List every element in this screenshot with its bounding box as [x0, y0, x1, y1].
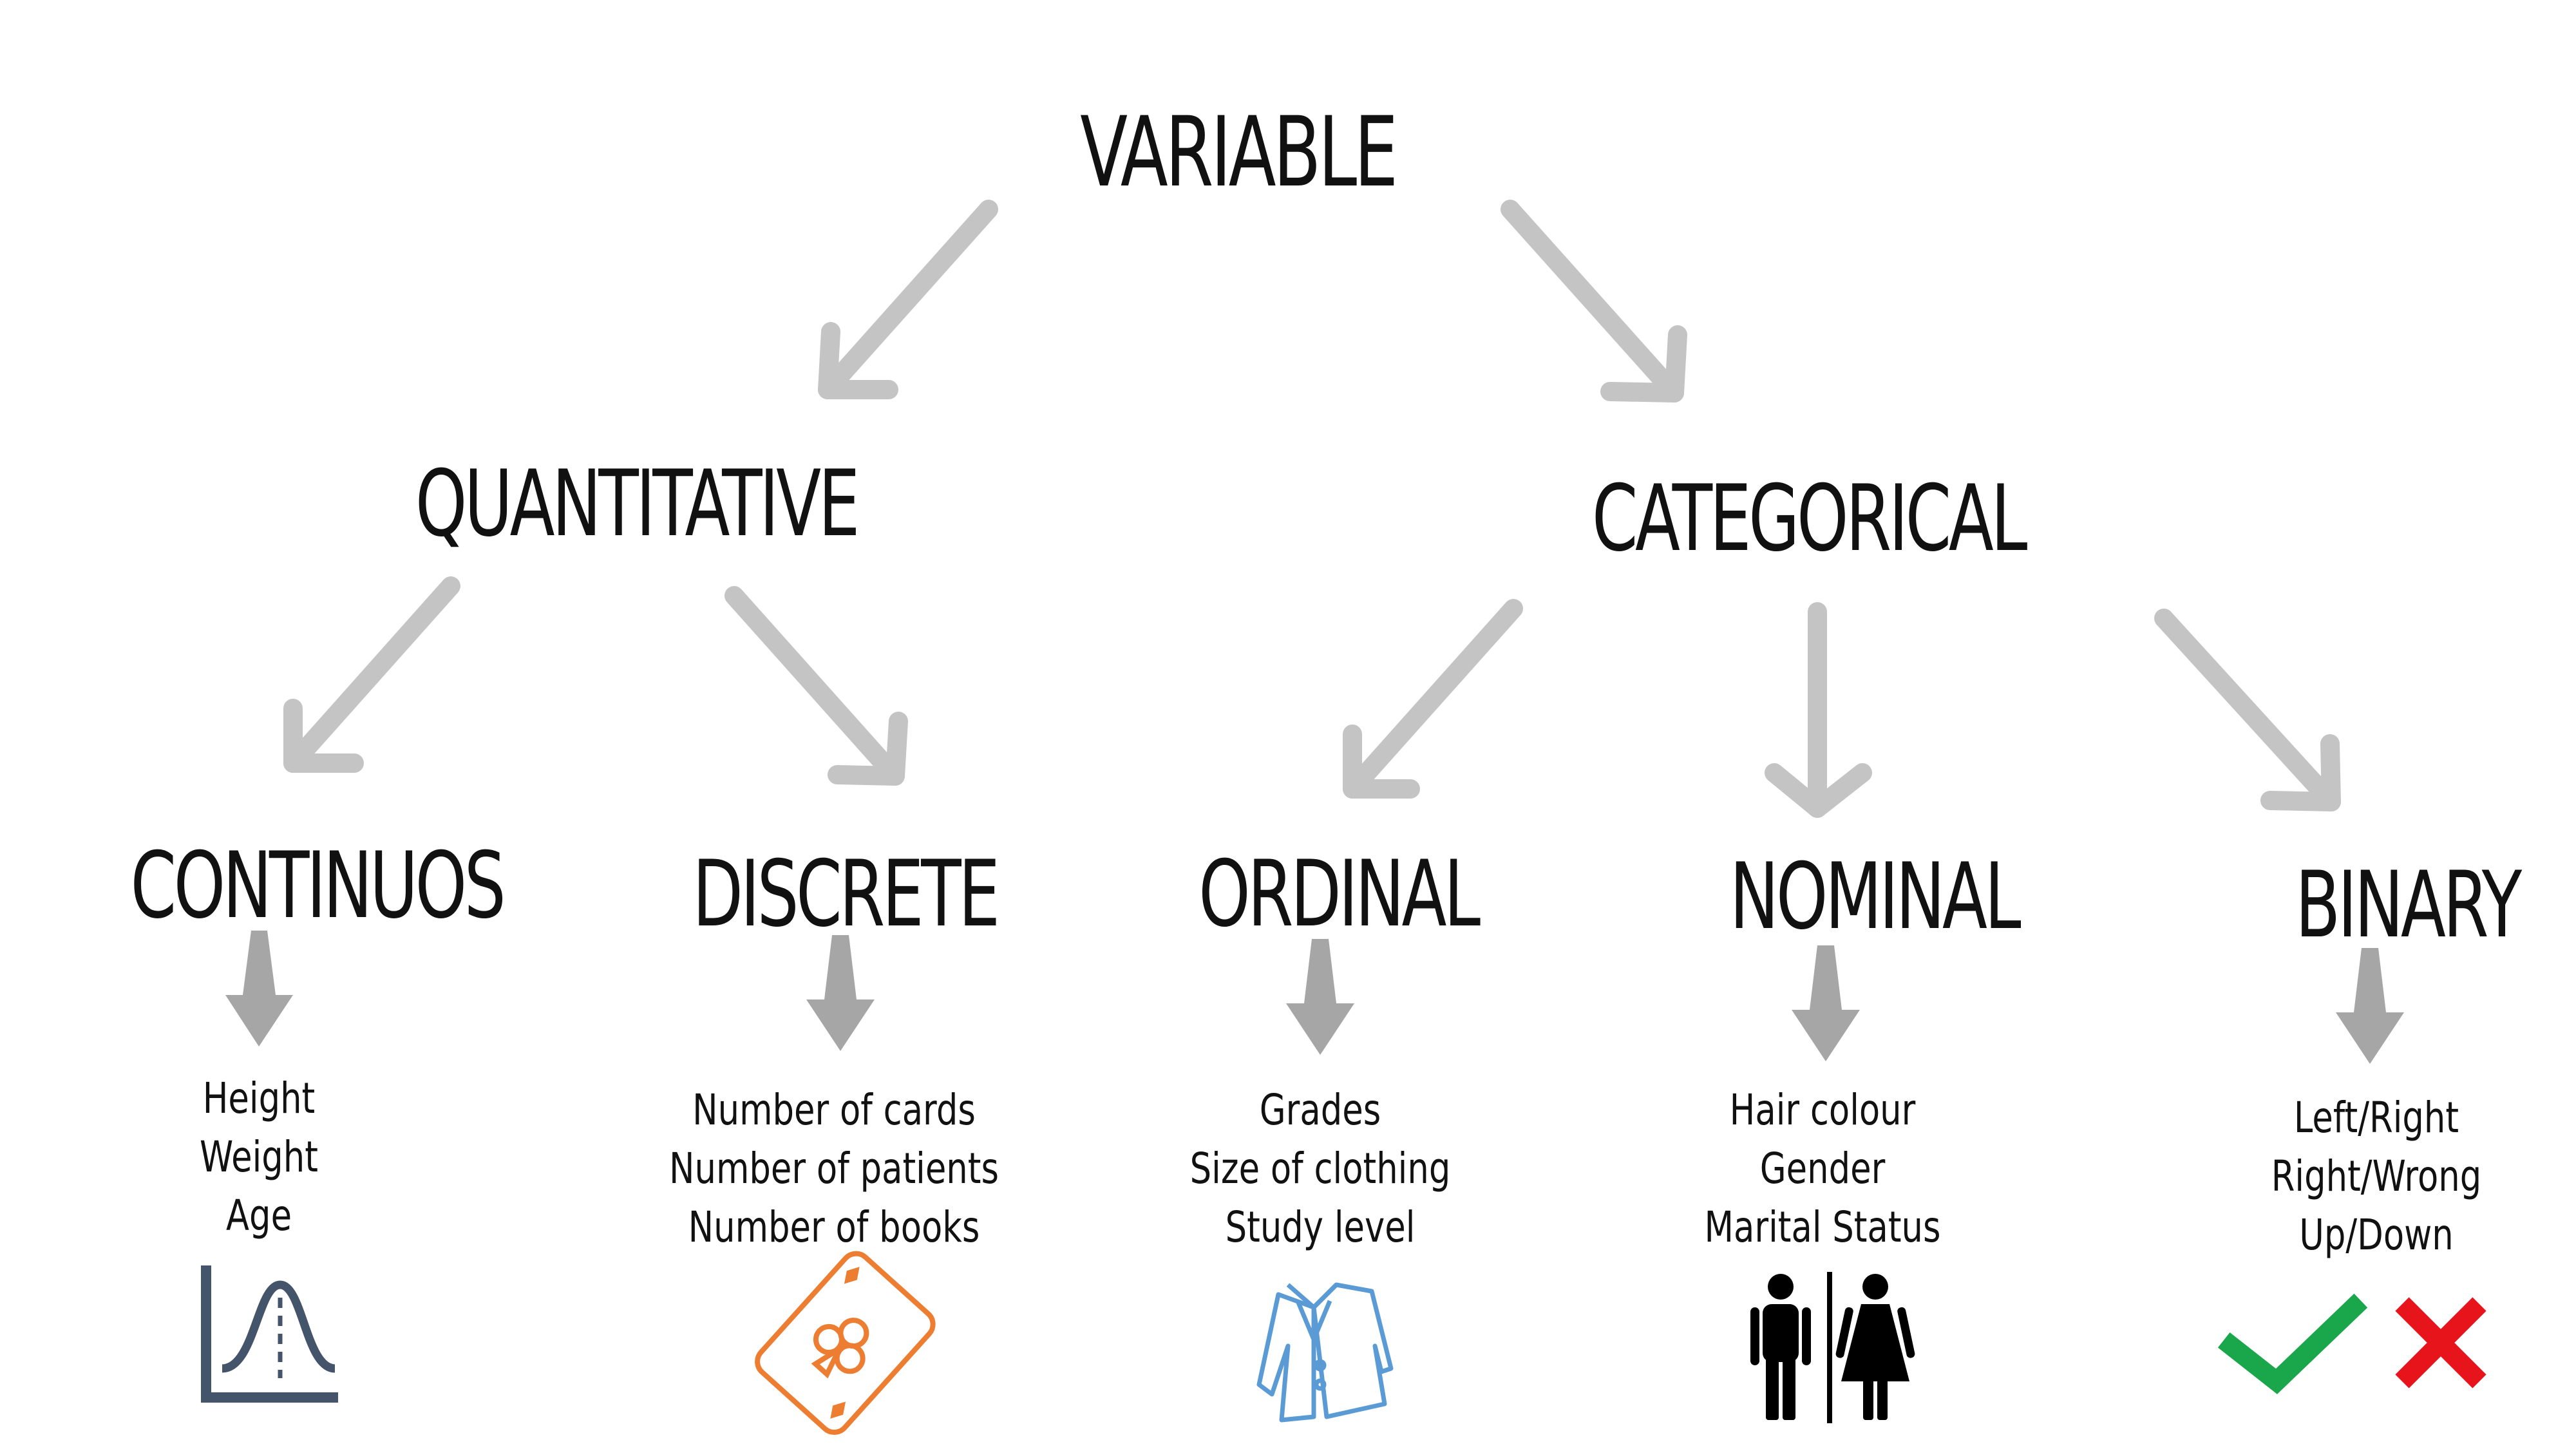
- example-item: Hair colour: [1729, 1085, 1916, 1135]
- examples-discrete: Number of cards Number of patients Numbe…: [669, 1081, 999, 1256]
- normal-distribution-icon: [201, 1265, 338, 1403]
- arrow-variable-to-quantitative: [818, 200, 998, 399]
- node-ordinal: ORDINAL: [1198, 841, 1481, 947]
- node-continuous: CONTINUOS: [130, 833, 506, 939]
- arrow-quantitative-to-continuous: [283, 576, 460, 773]
- small-arrow-nominal: [1792, 945, 1860, 1061]
- example-item: Size of clothing: [1189, 1144, 1451, 1193]
- arrow-variable-to-categorical: [1501, 200, 1687, 402]
- small-arrow-ordinal: [1286, 939, 1354, 1055]
- small-arrow-discrete: [806, 935, 875, 1051]
- example-item: Height: [202, 1074, 316, 1123]
- example-item: Study level: [1225, 1202, 1416, 1252]
- example-item: Number of patients: [669, 1144, 999, 1193]
- node-binary: BINARY: [2295, 852, 2522, 958]
- node-discrete: DISCRETE: [692, 841, 1000, 947]
- playing-card-icon: [755, 1251, 936, 1435]
- example-item: Right/Wrong: [2271, 1151, 2482, 1201]
- arrow-categorical-to-binary: [2154, 609, 2341, 811]
- example-item: Gender: [1759, 1144, 1886, 1193]
- arrow-categorical-to-nominal: [1765, 602, 1872, 818]
- example-item: Marital Status: [1704, 1202, 1941, 1252]
- examples-nominal: Hair colour Gender Marital Status: [1704, 1081, 1940, 1256]
- example-item: Weight: [200, 1132, 318, 1182]
- examples-ordinal: Grades Size of clothing Study level: [1190, 1081, 1451, 1256]
- example-item: Number of books: [688, 1202, 980, 1252]
- small-arrow-binary: [2336, 948, 2404, 1064]
- examples-continuous: Height Weight Age: [200, 1069, 318, 1245]
- node-categorical: CATEGORICAL: [1591, 466, 2027, 572]
- node-quantitative: QUANTITATIVE: [415, 451, 860, 557]
- node-variable: VARIABLE: [1080, 97, 1398, 209]
- example-item: Up/Down: [2299, 1210, 2454, 1260]
- node-nominal: NOMINAL: [1729, 844, 2022, 950]
- man-woman-icon: [1750, 1272, 1915, 1423]
- check-icon: [2217, 1293, 2368, 1394]
- example-item: Number of cards: [692, 1085, 976, 1135]
- small-arrow-continuous: [225, 931, 293, 1046]
- arrow-quantitative-to-discrete: [724, 586, 908, 786]
- jacket-icon: [1256, 1282, 1394, 1423]
- arrow-categorical-to-ordinal: [1343, 599, 1523, 799]
- examples-binary: Left/Right Right/Wrong Up/Down: [2271, 1088, 2482, 1264]
- example-item: Age: [225, 1191, 292, 1240]
- cross-icon: [2395, 1297, 2486, 1388]
- example-item: Grades: [1259, 1085, 1381, 1135]
- example-item: Left/Right: [2293, 1093, 2459, 1142]
